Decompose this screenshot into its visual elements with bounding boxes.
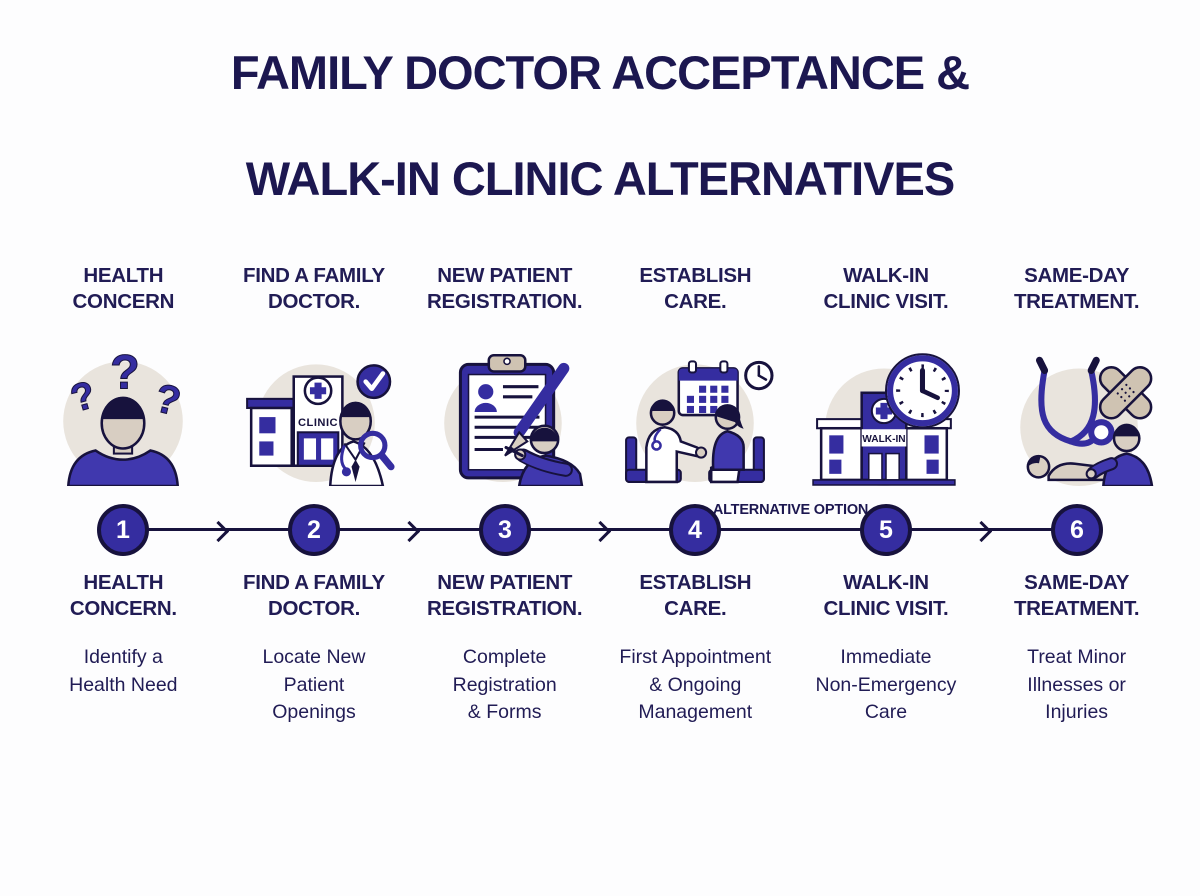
step-2-number-badge: 2 <box>288 504 340 556</box>
step-1-bottom-label: HEALTH CONCERN. <box>69 571 177 620</box>
doctor-patient-appointment-icon <box>611 334 779 486</box>
step-2-bottom-label: FIND A FAMILY DOCTOR. <box>243 571 385 620</box>
step-5-column: WALK-IN CLINIC VISIT. <box>791 263 982 315</box>
walk-in-clinic-clock-icon: WALK-IN <box>802 334 970 486</box>
title-line-2: WALK-IN CLINIC ALTERNATIVES <box>245 152 955 205</box>
stethoscope-icon <box>1035 356 1115 447</box>
same-day-treatment-icon <box>993 334 1161 486</box>
step-1-column: HEALTH CONCERN <box>28 263 219 315</box>
step-3-description: Complete Registration & Forms <box>452 646 557 723</box>
crossed-bandages-icon <box>1098 366 1152 420</box>
step-4-top-label: ESTABLISH CARE. <box>639 264 752 313</box>
alternative-option-label: ALTERNATIVE OPTION <box>712 502 869 518</box>
step-5-number-badge: 5 <box>860 504 912 556</box>
registration-clipboard-icon <box>421 334 589 486</box>
clinic-doctor-search-icon: CLINIC <box>230 334 398 486</box>
confused-person-icon: ? ? ? <box>39 334 207 486</box>
clock-icon <box>744 360 774 391</box>
arrow-right-icon <box>970 520 993 543</box>
writing-person <box>504 424 583 486</box>
calendar-icon <box>677 360 740 417</box>
top-labels-row: HEALTH CONCERN FIND A FAMILY DOCTOR. NEW… <box>28 263 1172 315</box>
step-5-top-label: WALK-IN CLINIC VISIT. <box>823 264 949 313</box>
step-3-column: NEW PATIENT REGISTRATION. <box>409 263 600 315</box>
person-bust <box>67 396 180 486</box>
step-5-bottom-label: WALK-IN CLINIC VISIT. <box>823 571 949 620</box>
step-1-description: Identify a Health Need <box>69 646 178 696</box>
step-2-top-label: FIND A FAMILY DOCTOR. <box>243 264 385 313</box>
arrow-right-icon <box>398 520 421 543</box>
check-circle-icon <box>356 364 392 400</box>
timeline-line <box>123 528 1077 531</box>
step-6-column: SAME-DAY TREATMENT. <box>981 263 1172 315</box>
arrow-right-icon <box>589 520 612 543</box>
step-6-number-badge: 6 <box>1051 504 1103 556</box>
page-title: FAMILY DOCTOR ACCEPTANCE & WALK-IN CLINI… <box>0 46 1200 205</box>
arrow-right-icon <box>207 520 230 543</box>
icons-row: ? ? ? <box>28 334 1172 491</box>
step-1-number-badge: 1 <box>97 504 149 556</box>
step-1-top-label: HEALTH CONCERN <box>72 264 175 313</box>
magnifier-icon <box>358 430 395 471</box>
descriptions-row: Identify a Health Need Locate New Patien… <box>28 644 1172 727</box>
step-4-description: First Appointment & Ongoing Management <box>619 646 772 723</box>
step-2-column: FIND A FAMILY DOCTOR. <box>219 263 410 315</box>
step-6-description: Treat Minor Illnesses or Injuries <box>1027 646 1127 723</box>
process-timeline: ALTERNATIVE OPTION 1 2 3 4 5 6 <box>0 500 1200 562</box>
clock-icon <box>884 353 960 429</box>
step-5-description: Immediate Non-Emergency Care <box>815 646 957 723</box>
step-6-bottom-label: SAME-DAY TREATMENT. <box>1013 571 1140 620</box>
walk-in-sign-label: WALK-IN <box>862 434 905 445</box>
patient-figure <box>708 404 766 484</box>
caregiver-figure <box>1085 423 1153 486</box>
bottom-labels-row: HEALTH CONCERN. FIND A FAMILY DOCTOR. NE… <box>28 570 1172 622</box>
step-3-number-badge: 3 <box>479 504 531 556</box>
step-4-bottom-label: ESTABLISH CARE. <box>639 571 752 620</box>
step-4-column: ESTABLISH CARE. <box>600 263 791 315</box>
step-4-number-badge: 4 <box>669 504 721 556</box>
clinic-building: CLINIC <box>246 375 344 467</box>
step-3-bottom-label: NEW PATIENT REGISTRATION. <box>427 571 583 620</box>
step-6-top-label: SAME-DAY TREATMENT. <box>1013 264 1140 313</box>
clinic-sign-label: CLINIC <box>298 417 338 429</box>
doctor-figure <box>625 399 708 484</box>
title-line-1: FAMILY DOCTOR ACCEPTANCE & <box>230 46 970 99</box>
step-3-top-label: NEW PATIENT REGISTRATION. <box>427 264 583 313</box>
step-2-description: Locate New Patient Openings <box>262 646 366 723</box>
form-avatar-icon <box>477 384 493 400</box>
doctor-figure <box>328 401 385 486</box>
svg-text:?: ? <box>111 346 141 400</box>
